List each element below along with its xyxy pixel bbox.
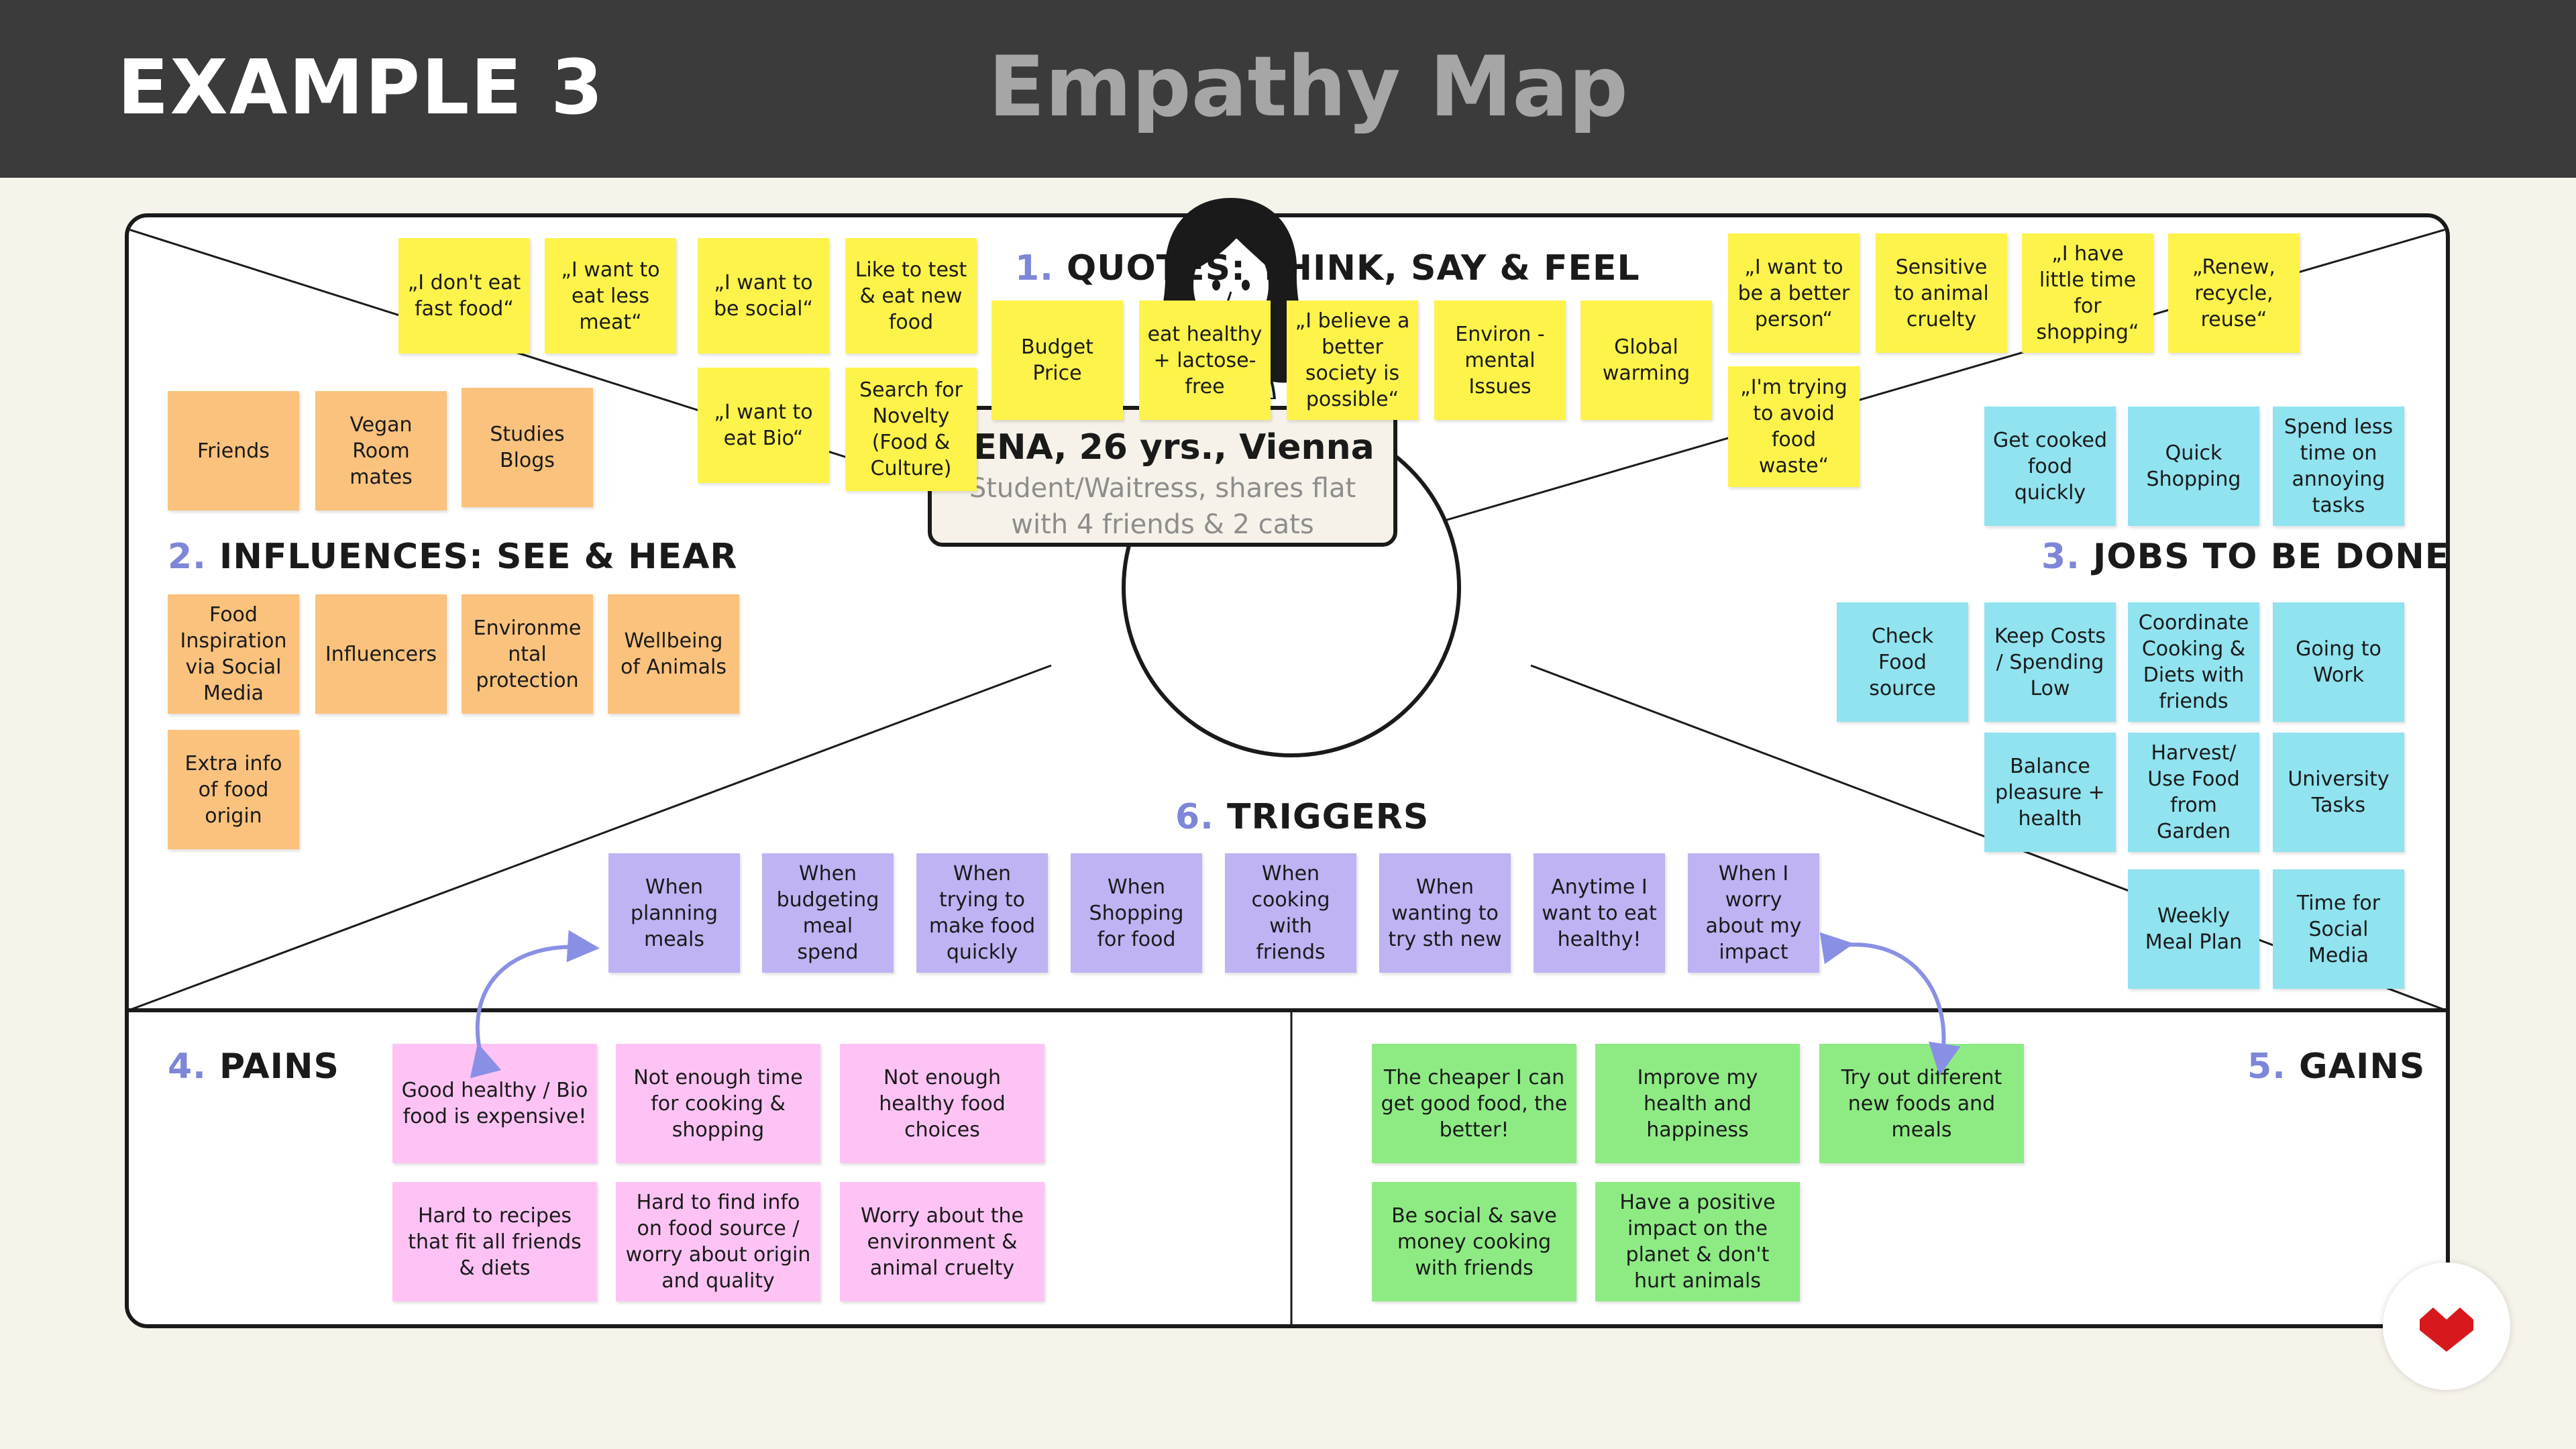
job-note: Coordinate Cooking & Diets with friends: [2128, 602, 2259, 722]
influence-note: Friends: [168, 391, 299, 511]
trigger-note: When I worry about my impact: [1688, 853, 1819, 973]
influence-note: Environme ntal protection: [462, 594, 593, 714]
trigger-note: When Shopping for food: [1071, 853, 1202, 973]
header-bar: EXAMPLE 3 Empathy Map: [0, 0, 2576, 178]
persona-description-line1: Student/Waitress, shares flat: [969, 473, 1356, 504]
section-heading-pains: 4. PAINS: [168, 1046, 339, 1087]
quote-note: Like to test & eat new food: [845, 238, 977, 354]
quote-note: „I want to eat Bio“: [698, 368, 829, 483]
quote-note: „I want to eat less meat“: [545, 238, 676, 354]
gain-note: Be social & save money cooking with frie…: [1372, 1182, 1576, 1301]
pain-note: Worry about the environment & animal cru…: [840, 1182, 1044, 1301]
job-note: Get cooked food quickly: [1984, 407, 2116, 526]
job-note: Time for Social Media: [2273, 869, 2404, 989]
section-heading-jobs: 3. JOBS TO BE DONE: [2041, 537, 2450, 577]
quote-note: Sensitive to animal cruelty: [1876, 233, 2007, 353]
quote-note: Search for Novelty (Food & Culture): [845, 368, 977, 491]
job-note: Quick Shopping: [2128, 407, 2259, 526]
trigger-note: Anytime I want to eat healthy!: [1534, 853, 1665, 973]
quote-note: „I want to be a better person“: [1728, 233, 1860, 353]
example-label: EXAMPLE 3: [117, 44, 604, 131]
influence-note: Influencers: [315, 594, 447, 714]
trigger-note: When planning meals: [608, 853, 740, 973]
section-heading-gains: 5. GAINS: [2247, 1046, 2426, 1087]
job-note: Harvest/ Use Food from Garden: [2128, 733, 2259, 852]
quote-note: eat healthy + lactose-free: [1139, 301, 1271, 420]
quote-note: Global warming: [1580, 301, 1712, 420]
trigger-note: When trying to make food quickly: [916, 853, 1048, 973]
persona-description-line2: with 4 friends & 2 cats: [1011, 509, 1314, 540]
job-note: Spend less time on annoying tasks: [2273, 407, 2404, 526]
brand-logo-icon: [2383, 1263, 2510, 1390]
persona-card: LENA, 26 yrs., Vienna Student/Waitress, …: [928, 406, 1397, 547]
job-note: Weekly Meal Plan: [2128, 869, 2259, 989]
job-note: Check Food source: [1837, 602, 1968, 722]
job-note: University Tasks: [2273, 733, 2404, 852]
section-heading-influences: 2. INFLUENCES: SEE & HEAR: [168, 537, 738, 577]
quote-note: „I don't eat fast food“: [398, 238, 530, 354]
influence-note: Vegan Room mates: [315, 391, 447, 511]
gain-note: Have a positive impact on the planet & d…: [1595, 1182, 1800, 1301]
pain-note: Not enough time for cooking & shopping: [616, 1044, 820, 1163]
quote-note: Environ -mental Issues: [1434, 301, 1566, 420]
influence-note: Wellbeing of Animals: [608, 594, 739, 714]
trigger-note: When budgeting meal spend: [762, 853, 894, 973]
pain-note: Not enough healthy food choices: [840, 1044, 1044, 1163]
quote-note: Budget Price: [991, 301, 1123, 420]
job-note: Keep Costs / Spending Low: [1984, 602, 2116, 722]
influence-note: Food Inspiration via Social Media: [168, 594, 299, 714]
quote-note: „I want to be social“: [698, 238, 829, 354]
pain-note: Hard to find info on food source / worry…: [616, 1182, 820, 1301]
job-note: Going to Work: [2273, 602, 2404, 722]
pain-note: Hard to recipes that fit all friends & d…: [392, 1182, 597, 1301]
quote-note: „I'm trying to avoid food waste“: [1728, 366, 1860, 487]
section-heading-quotes: 1. QUOTES: THINK, SAY & FEEL: [1015, 248, 1640, 288]
quote-note: „Renew, recycle, reuse“: [2168, 233, 2300, 353]
page-title: Empathy Map: [988, 39, 1628, 136]
trigger-note: When cooking with friends: [1225, 853, 1356, 973]
quote-note: „I believe a better society is possible“: [1287, 301, 1418, 420]
influence-note: Studies Blogs: [462, 388, 593, 507]
influence-note: Extra info of food origin: [168, 730, 299, 849]
job-note: Balance pleasure + health: [1984, 733, 2116, 852]
section-heading-triggers: 6. TRIGGERS: [1175, 797, 1430, 837]
trigger-note: When wanting to try sth new: [1379, 853, 1511, 973]
quote-note: „I have little time for shopping“: [2022, 233, 2153, 353]
gain-note: Improve my health and happiness: [1595, 1044, 1800, 1163]
gain-note: The cheaper I can get good food, the bet…: [1372, 1044, 1576, 1163]
persona-name: LENA, 26 yrs., Vienna: [951, 427, 1375, 468]
